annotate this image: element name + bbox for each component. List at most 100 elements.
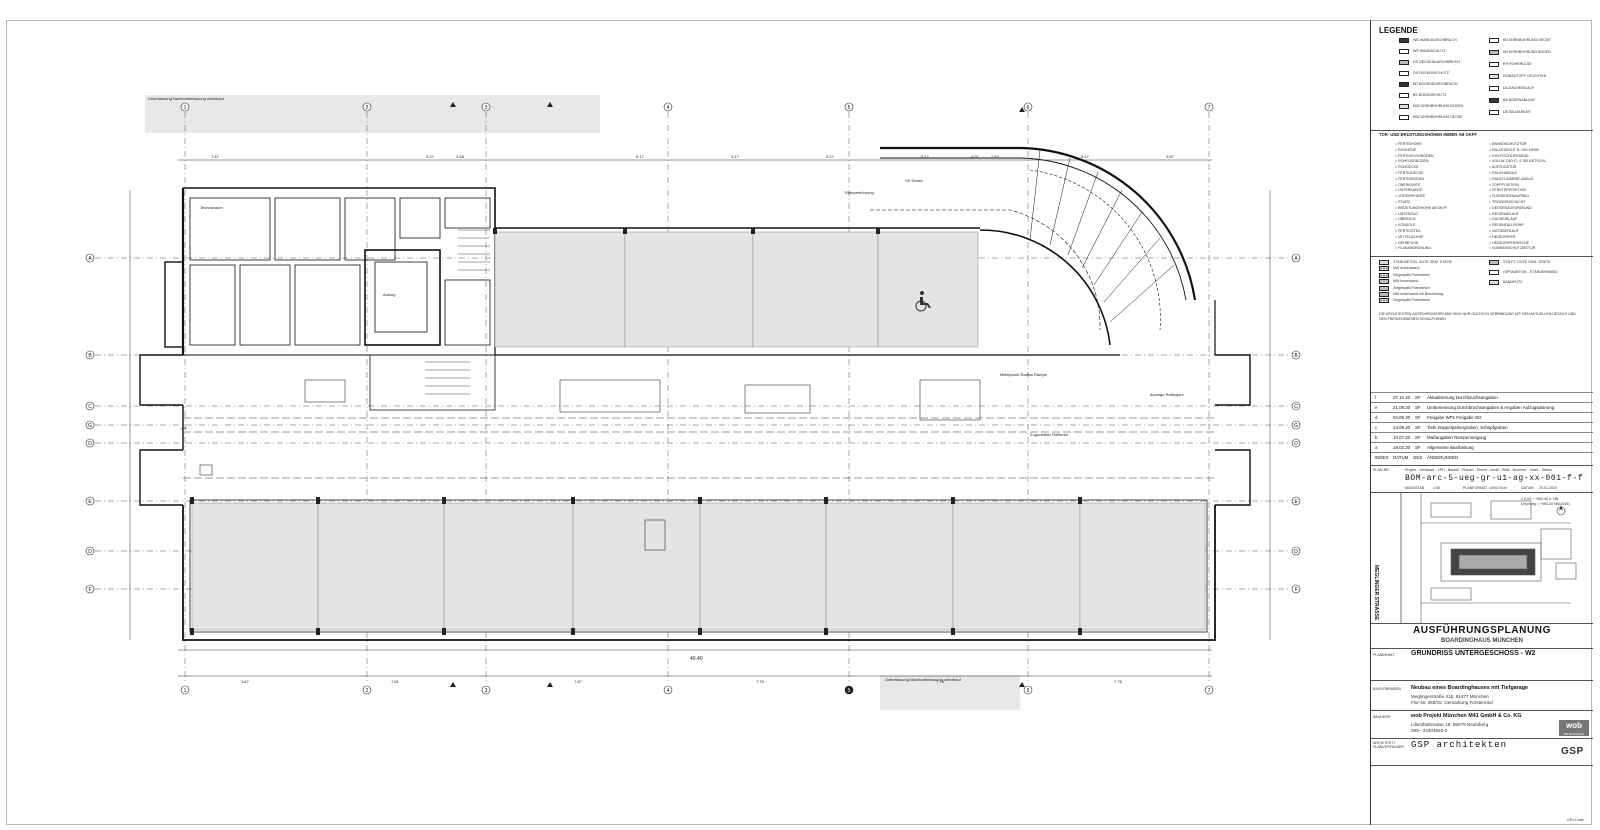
format-value: 1000/70cm — [1489, 486, 1507, 490]
legend-item: = OBERKANTE — [1395, 182, 1421, 187]
legend-item: = VORDERKANTE — [1395, 194, 1426, 199]
date-value: 20.01.2020 — [1539, 486, 1557, 490]
divider — [1371, 492, 1593, 493]
plan-nr-label: PLAN-NR. — [1373, 468, 1390, 472]
grid-bubble-label: 6 — [1027, 105, 1030, 111]
legend-symbol — [1489, 86, 1499, 91]
parking-bays-lower — [190, 497, 1206, 635]
pillar — [571, 497, 575, 504]
dimension-label: 5.17 — [921, 154, 930, 159]
divider — [1371, 465, 1593, 466]
pillar — [442, 497, 446, 504]
pillar — [190, 497, 194, 504]
neighbour-label-top: Unterfassung Nachbarbebauung unterbaut — [148, 96, 224, 101]
dimension-label: 7.81 — [391, 679, 400, 684]
section-marker — [450, 682, 456, 687]
grid-bubble-col — [180, 685, 190, 695]
grid-bubble-label: 7 — [1208, 105, 1211, 111]
parking-bay — [572, 502, 701, 631]
legend-item: WS WANDSCHLITZ — [1413, 49, 1446, 53]
grid-bubble-col — [663, 685, 673, 695]
legend-item: = NOTÜBERLAUF — [1489, 229, 1519, 233]
parking-bay — [825, 502, 954, 631]
dimension-label: 4.27 — [426, 154, 435, 159]
parking-bay — [877, 231, 979, 348]
legend-item: = MITTELACHSE — [1395, 234, 1424, 239]
legend-item: = VOLLW. DICHT- & SELBSTSCHL. — [1489, 159, 1547, 164]
wheelchair-icon — [915, 291, 931, 312]
legend-item: STAHLBETON, GÜTE GEM. STATIK — [1393, 260, 1452, 264]
legend-symbol — [1489, 98, 1499, 103]
legend-item: = HEIZKÖRPERNISCHE — [1489, 240, 1530, 245]
grid-bubble-label: 7 — [1208, 688, 1211, 694]
grid-bubble-label: 3 — [485, 105, 488, 111]
legend-symbol — [1489, 110, 1499, 115]
divider — [1371, 648, 1593, 649]
architekt-label: ARCHITEKT / PLANVERFASSER — [1373, 741, 1404, 750]
legend-symbol — [1489, 280, 1499, 285]
legend-symbol — [1379, 266, 1389, 272]
legend-symbol — [1489, 74, 1499, 79]
grid-bubble-col — [362, 685, 372, 695]
legend-item: = FERTIGBODEN — [1395, 176, 1424, 181]
revision-gez: SF — [1415, 445, 1421, 450]
architekt-logo: GSP architekten — [1411, 740, 1508, 750]
dimension-label: 5.17 — [826, 154, 835, 159]
legend-item: = ROHHÖHE — [1395, 147, 1417, 152]
legend-item: KB KERNBOHRUNG BODEN — [1503, 50, 1551, 54]
legend-symbol — [1399, 93, 1409, 98]
grid-bubble-row — [1291, 420, 1301, 430]
dimension-label: 5.17 — [1081, 154, 1090, 159]
legend-item: BS BODENSCHLITZ — [1413, 93, 1447, 97]
parking-bay — [624, 231, 754, 348]
section-marker — [547, 682, 553, 687]
revision-text: Tiefe Doppelparkergruben, Schöpfgruben — [1427, 425, 1508, 430]
legend-item: Ziegelsplitt-Porenbeton — [1393, 272, 1430, 277]
revision-text: Freigabe WP1 Freigabe W2 — [1427, 415, 1482, 420]
grid-bubble-label: D — [1294, 549, 1298, 555]
revision-date: 14.08.20 — [1393, 425, 1411, 430]
legend-item: = RAUCH-WÄRME-ABZUG — [1489, 176, 1534, 181]
site-plan — [1400, 493, 1577, 623]
pillar — [623, 228, 627, 234]
parking-bay — [699, 502, 827, 631]
bauvorhaben-label: BAUVORHABEN — [1373, 687, 1401, 691]
ramp-center-label: Mittelpunkt Radius Rampe — [1000, 372, 1047, 377]
legend-item: = FERTIGHÖHE — [1395, 142, 1422, 146]
utility-lines — [183, 417, 1215, 479]
dimension-label: 7.76 — [1114, 679, 1123, 684]
legend-item: = HEIZKÖRPER — [1489, 234, 1516, 239]
grid-bubble-label: 4 — [667, 105, 670, 111]
legend-symbol — [1489, 62, 1499, 67]
legend-item: KBZ KERNBOHRUNG DECKE — [1413, 115, 1463, 119]
legend-item: = UNTERKANTE — [1395, 188, 1423, 193]
grid-bubble-col — [1023, 685, 1033, 695]
heights-heading: TOR- UND BRÜSTUNGSHÖHEN IMMER AB OKFF — [1379, 132, 1477, 137]
legend-symbol — [1489, 38, 1499, 43]
dimension-label: 7.75 — [936, 679, 945, 684]
legend-item: = DEHNFUGE — [1395, 240, 1419, 245]
pillar — [316, 628, 320, 635]
pillar — [824, 628, 828, 635]
revision-idx: c — [1375, 425, 1378, 430]
grid-bubble-label: 5 — [848, 688, 851, 694]
legend-symbol — [1379, 279, 1389, 285]
parking-bay — [494, 231, 626, 348]
legend-item: EINBAUTOPF LEUCHTEN — [1503, 74, 1547, 78]
legend-item: = SONNENSCHUTZMOTOR — [1489, 246, 1536, 251]
legend-item: MW Innenwand — [1393, 279, 1418, 284]
legend-item: = UNTERZUG — [1395, 211, 1419, 216]
revision-text: Aktualisierung Durchbruchsangaben — [1427, 395, 1498, 400]
revision-gez: SF — [1415, 425, 1421, 430]
plan-nr-fields: Projekt - Verfasser - LPH - Bauteil - Pl… — [1405, 468, 1552, 472]
pillar — [698, 497, 702, 504]
legend-item: = KONSOLE — [1395, 223, 1416, 228]
divider — [1371, 623, 1593, 624]
revision-header: INDEX DATUM GEZ ÄNDERUNGEN — [1371, 452, 1593, 463]
legend-symbol — [1379, 272, 1389, 278]
legend-item: = BRÜSTUNGSHÖHE AB OKFF — [1395, 205, 1448, 210]
